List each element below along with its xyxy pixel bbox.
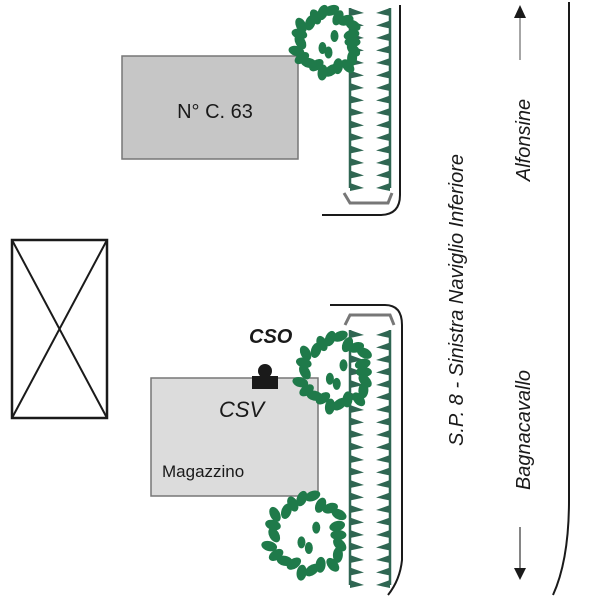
tree-lower [261,490,347,581]
road-name-label: S.P. 8 - Sinistra Naviglio Inferiore [446,154,468,446]
cso-label: CSO [249,326,293,348]
hedge-rows [348,8,392,588]
tree-upper [288,4,361,81]
csv-label: CSV [219,397,267,422]
tree-middle [292,330,372,415]
valve-marker-icon [258,364,272,378]
arrow-down-icon [514,568,526,580]
direction-south: Bagnacavallo [513,370,535,580]
hedge-row-lower-left [348,330,364,588]
curb-lower [330,304,403,596]
building-house: N° C. 63 [121,55,299,160]
hedge-row-upper-right [376,8,392,191]
road-edge-line [552,2,570,596]
hedge-row-lower-right [376,330,392,588]
direction-north: Alfonsine [513,5,535,182]
valve-marker [252,364,278,389]
building-warehouse: Magazzino [150,377,319,497]
curb-upper [322,5,401,216]
building-house-label: N° C. 63 [177,101,253,123]
arrow-up-icon [514,5,526,18]
trees [261,4,372,581]
direction-north-label: Alfonsine [513,99,535,182]
building-warehouse-label: Magazzino [162,462,244,481]
direction-south-label: Bagnacavallo [513,370,535,490]
crossed-box [10,238,109,420]
